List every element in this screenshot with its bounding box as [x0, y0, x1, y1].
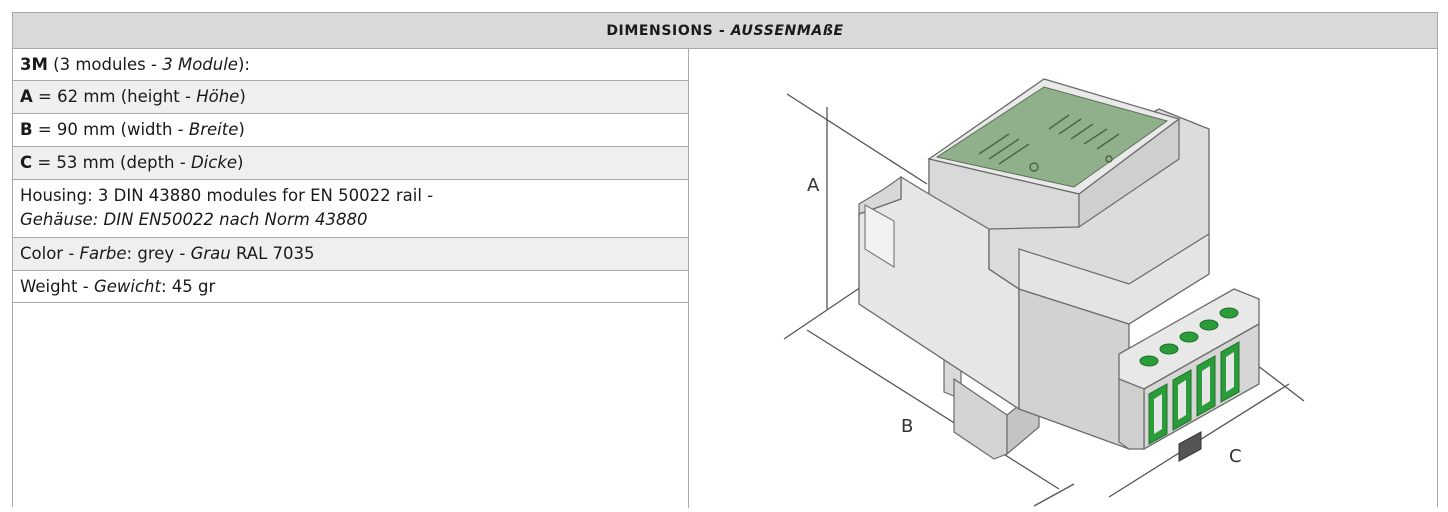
housing-drawing: A B C: [689, 49, 1437, 508]
spec-row-modules: 3M (3 modules - 3 Module):: [13, 49, 688, 81]
spec-text-german: Dicke: [190, 153, 238, 172]
spec-text: ): [239, 87, 246, 106]
spec-text-german: Breite: [188, 120, 239, 139]
housing-top-side: [928, 158, 1080, 230]
label-c: C: [1229, 446, 1242, 467]
terminal-screws: [1139, 307, 1239, 367]
spec-text: : 45 gr: [160, 277, 216, 296]
pcb-details: [978, 114, 1120, 172]
table-header: DIMENSIONS - AUSSENMAßE: [13, 13, 1437, 49]
spec-key: A: [20, 87, 33, 106]
spec-row-color: Color - Farbe: grey - Grau RAL 7035: [13, 238, 688, 271]
terminal-block-side: [1118, 378, 1145, 450]
spec-row-weight: Weight - Gewicht: 45 gr: [13, 271, 688, 303]
spec-text: Color -: [20, 244, 80, 263]
spec-text-german: Gehäuse: DIN EN50022 nach Norm 43880: [20, 210, 368, 229]
spec-text: Housing: 3 DIN 43880 modules for EN 5002…: [20, 186, 434, 205]
spec-row-housing: Housing: 3 DIN 43880 modules for EN 5002…: [13, 180, 688, 238]
dimensions-table: DIMENSIONS - AUSSENMAßE 3M (3 modules - …: [12, 12, 1438, 508]
spec-text-german: Höhe: [196, 87, 240, 106]
spec-text: : grey -: [126, 244, 191, 263]
spec-text: ): [238, 120, 245, 139]
spec-row-a: A = 62 mm (height - Höhe): [13, 81, 688, 114]
spec-text: = 90 mm (width -: [32, 120, 189, 139]
spec-text: ):: [237, 55, 250, 74]
terminal-slots: [1154, 352, 1234, 434]
pcb-board: [935, 86, 1169, 188]
spec-text-german: Farbe: [79, 244, 127, 263]
spec-text: = 62 mm (height -: [32, 87, 197, 106]
spec-text: Weight -: [20, 277, 94, 296]
spec-row-c: C = 53 mm (depth - Dicke): [13, 147, 688, 180]
spec-text: = 53 mm (depth -: [32, 153, 191, 172]
header-title: DIMENSIONS -: [606, 23, 731, 39]
spec-key: B: [20, 120, 33, 139]
spec-key: 3M: [20, 55, 48, 74]
housing-mid-step: [1018, 232, 1210, 325]
clip-tab: [1178, 431, 1202, 462]
spec-text-german: 3 Module: [162, 55, 238, 74]
spec-text: RAL 7035: [230, 244, 315, 263]
label-b: B: [901, 416, 913, 437]
spec-text-german: Gewicht: [93, 277, 161, 296]
housing-top-front: [1078, 117, 1180, 229]
spec-text: ): [237, 153, 244, 172]
housing-step-recess: [864, 204, 895, 268]
housing-step: [858, 175, 902, 215]
housing-illustration: A B C: [783, 78, 1305, 507]
spec-text: (3 modules -: [47, 55, 163, 74]
spec-text-german: Grau: [190, 244, 231, 263]
spec-list: 3M (3 modules - 3 Module): A = 62 mm (he…: [13, 49, 689, 508]
label-a: A: [807, 175, 820, 196]
spec-row-b: B = 90 mm (width - Breite): [13, 114, 688, 147]
spec-key: C: [20, 153, 33, 172]
header-title-german: AUSSENMAßE: [730, 23, 844, 39]
